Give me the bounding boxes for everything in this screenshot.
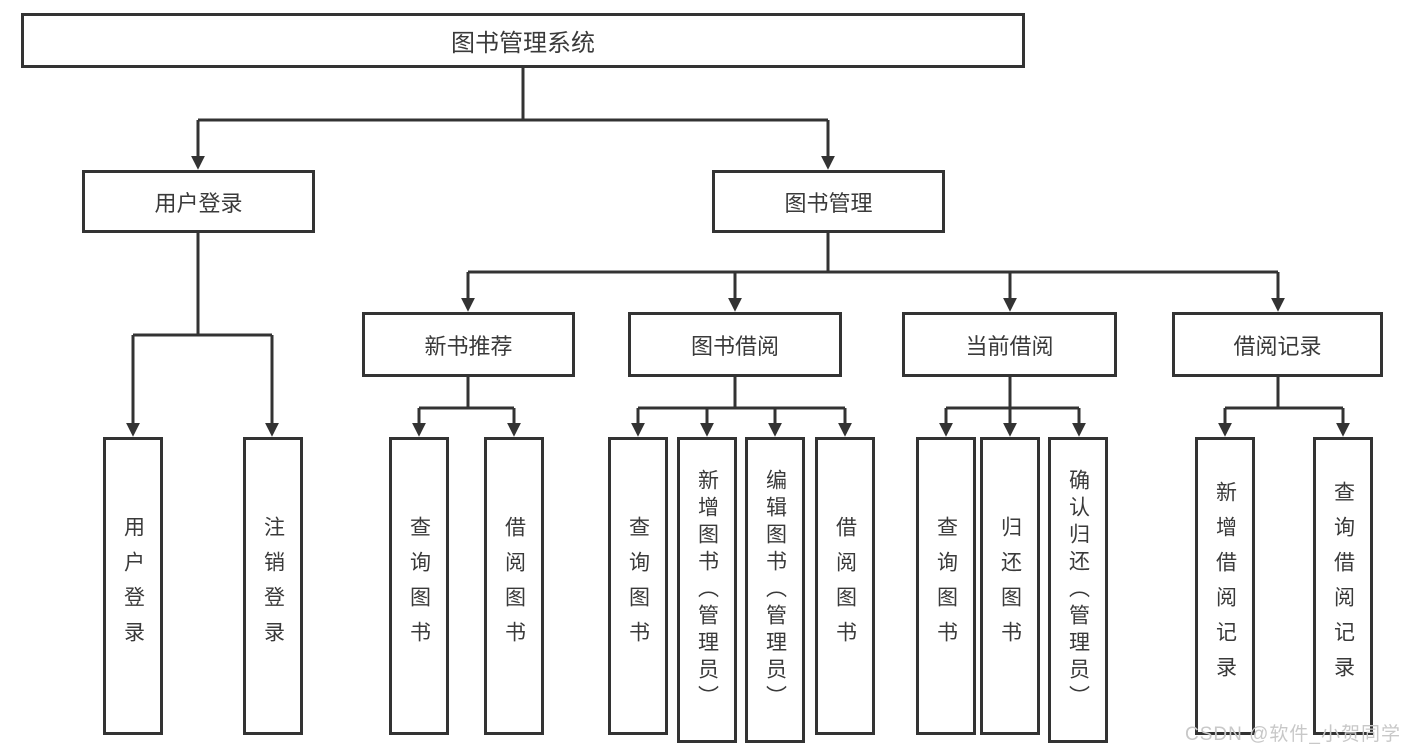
leaf-query-books-recommend: 查询图书 — [389, 437, 449, 735]
node-current-borrow: 当前借阅 — [902, 312, 1117, 377]
node-user-login-label: 用户登录 — [154, 190, 243, 216]
leaf-add-borrow-record: 新增借阅记录 — [1195, 437, 1255, 735]
leaf-edit-books-admin-label: 编辑图书（管理员） — [763, 468, 787, 712]
node-new-book-recommend: 新书推荐 — [362, 312, 575, 377]
leaf-add-borrow-record-label: 新增借阅记录 — [1213, 481, 1237, 691]
leaf-query-borrow-record: 查询借阅记录 — [1313, 437, 1373, 735]
node-book-management: 图书管理 — [712, 170, 945, 233]
node-root-label: 图书管理系统 — [451, 30, 595, 57]
node-book-borrow-label: 图书借阅 — [690, 333, 779, 359]
leaf-borrow-books-label: 借阅图书 — [833, 516, 857, 656]
leaf-query-books-current-label: 查询图书 — [934, 516, 958, 656]
leaf-logout: 注销登录 — [243, 437, 303, 735]
leaf-query-books-recommend-label: 查询图书 — [407, 516, 431, 656]
leaf-query-books-borrow: 查询图书 — [608, 437, 668, 735]
node-user-login: 用户登录 — [82, 170, 315, 233]
leaf-user-login-label: 用户登录 — [121, 516, 145, 656]
leaf-edit-books-admin: 编辑图书（管理员） — [745, 437, 805, 743]
node-root-system: 图书管理系统 — [21, 13, 1025, 68]
leaf-return-books-label: 归还图书 — [998, 516, 1022, 656]
leaf-borrow-books: 借阅图书 — [815, 437, 875, 735]
leaf-query-books-current: 查询图书 — [916, 437, 976, 735]
leaf-query-borrow-record-label: 查询借阅记录 — [1331, 481, 1355, 691]
leaf-borrow-books-recommend-label: 借阅图书 — [502, 516, 526, 656]
leaf-return-books: 归还图书 — [980, 437, 1040, 735]
leaf-logout-label: 注销登录 — [261, 516, 285, 656]
leaf-borrow-books-recommend: 借阅图书 — [484, 437, 544, 735]
csdn-watermark: CSDN @软件_小贺同学 — [1185, 724, 1401, 745]
leaf-confirm-return-admin-label: 确认归还（管理员） — [1066, 468, 1090, 712]
leaf-add-books-admin: 新增图书（管理员） — [677, 437, 737, 743]
leaf-add-books-admin-label: 新增图书（管理员） — [695, 468, 719, 712]
node-book-borrow: 图书借阅 — [628, 312, 842, 377]
node-current-borrow-label: 当前借阅 — [965, 333, 1054, 359]
node-new-book-recommend-label: 新书推荐 — [424, 333, 513, 359]
leaf-confirm-return-admin: 确认归还（管理员） — [1048, 437, 1108, 743]
leaf-user-login: 用户登录 — [103, 437, 163, 735]
node-borrow-records: 借阅记录 — [1172, 312, 1383, 377]
leaf-query-books-borrow-label: 查询图书 — [626, 516, 650, 656]
node-book-management-label: 图书管理 — [784, 190, 873, 216]
node-borrow-records-label: 借阅记录 — [1233, 333, 1322, 359]
